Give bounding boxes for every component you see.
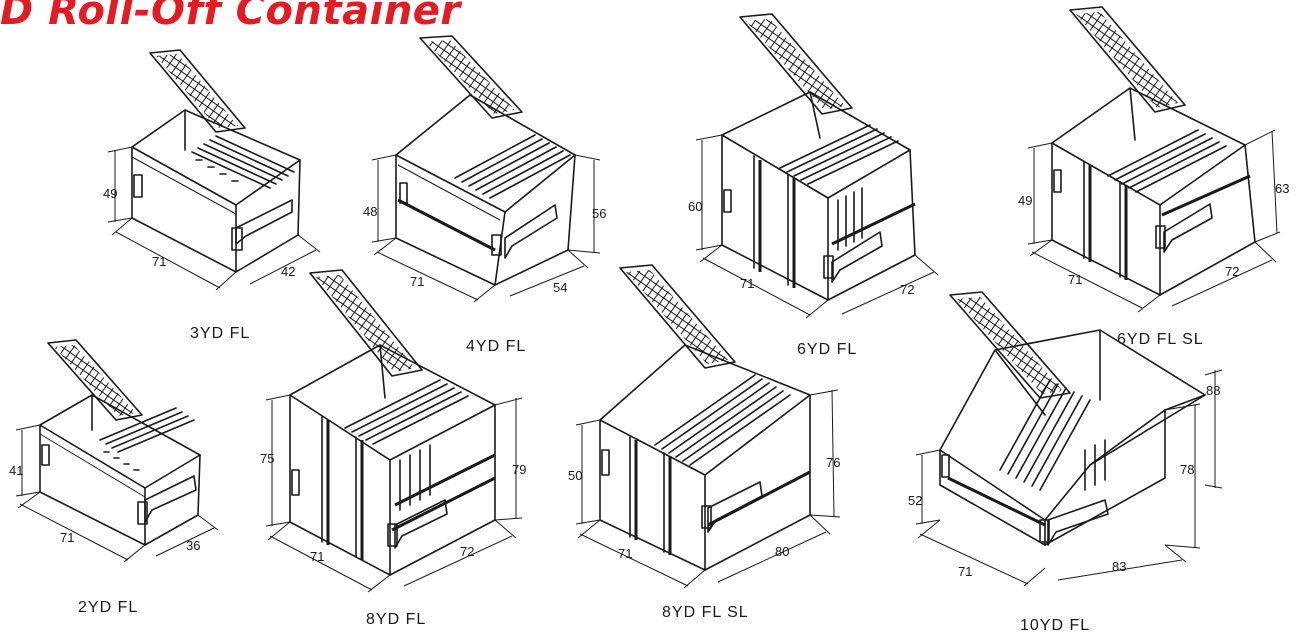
dim-depth: 83 — [1112, 559, 1126, 574]
dim-length: 71 — [410, 274, 424, 289]
dim-depth: 42 — [281, 264, 295, 279]
dim-depth: 54 — [553, 280, 567, 295]
dim-length: 71 — [152, 254, 166, 269]
container-label: 10YD FL — [1020, 617, 1090, 634]
container-4yd-fl: 48 56 71 54 4YD FL — [363, 35, 606, 355]
dim-height-back: 63 — [1275, 181, 1289, 196]
dim-length: 71 — [618, 546, 632, 561]
container-label: 8YD FL SL — [662, 604, 749, 621]
dim-height: 60 — [688, 199, 702, 214]
dim-height: 48 — [363, 204, 377, 219]
dim-height: 41 — [9, 463, 23, 478]
container-6yd-fl-sl: 49 63 71 72 6YD FL SL — [1018, 6, 1289, 348]
container-label: 2YD FL — [78, 599, 138, 616]
container-8yd-fl-sl: 50 76 71 80 8YD FL SL — [568, 264, 840, 621]
dim-height-back: 79 — [512, 462, 526, 477]
dim-length: 71 — [310, 549, 324, 564]
dim-height: 49 — [103, 186, 117, 201]
dim-height-back: 88 — [1206, 383, 1220, 398]
container-label: 4YD FL — [466, 338, 526, 355]
dim-length: 71 — [958, 564, 972, 579]
dim-depth: 72 — [1225, 264, 1239, 279]
dim-height-mid: 78 — [1180, 462, 1194, 477]
dim-height: 49 — [1018, 193, 1032, 208]
dim-height: 50 — [568, 468, 582, 483]
container-label: 3YD FL — [190, 325, 250, 342]
dim-height-back: 76 — [826, 455, 840, 470]
container-label: 6YD FL SL — [1117, 331, 1204, 348]
dim-height: 75 — [260, 451, 274, 466]
container-label: 8YD FL — [366, 611, 426, 628]
dim-depth: 72 — [460, 544, 474, 559]
dim-depth: 36 — [186, 538, 200, 553]
dim-depth: 80 — [775, 544, 789, 559]
container-2yd-fl: 41 71 36 2YD FL — [9, 339, 219, 616]
page-title: D Roll-Off Container — [0, 0, 461, 34]
dim-length: 71 — [740, 276, 754, 291]
dim-height: 52 — [908, 493, 922, 508]
container-label: 6YD FL — [797, 341, 857, 358]
dim-depth: 72 — [900, 282, 914, 297]
container-3yd-fl: 49 71 42 3YD FL — [103, 49, 321, 342]
dim-length: 71 — [1068, 272, 1082, 287]
container-6yd-fl: 60 71 72 6YD FL — [688, 13, 939, 358]
container-8yd-fl: 75 79 71 72 8YD FL — [260, 269, 526, 628]
dim-height-back: 56 — [592, 206, 606, 221]
container-10yd-fl: 52 78 88 71 83 10YD FL — [908, 291, 1223, 634]
dim-length: 71 — [60, 530, 74, 545]
